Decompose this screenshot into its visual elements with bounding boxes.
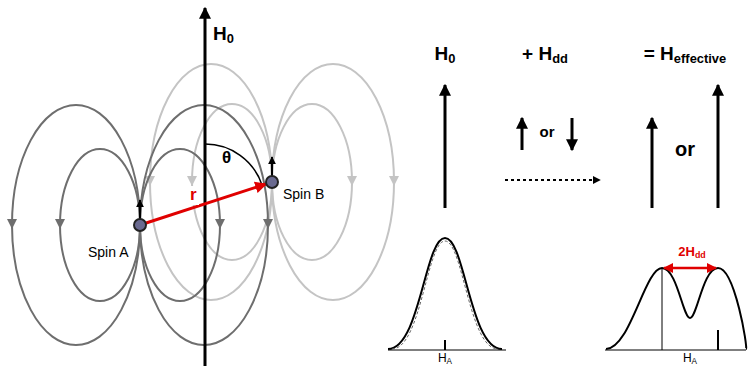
axis-label: HA xyxy=(438,352,452,365)
field-label: H0 xyxy=(213,24,234,45)
distance-label: r xyxy=(188,186,199,205)
splitting-arrow xyxy=(664,267,716,270)
field-axis xyxy=(204,8,207,366)
single-line-spectrum xyxy=(388,238,506,350)
or-label: or xyxy=(540,124,555,141)
distance-vector xyxy=(140,184,266,225)
applied-field-arrow xyxy=(444,85,447,208)
spin-a-field-lines xyxy=(7,105,273,345)
angle-arc xyxy=(205,144,262,185)
effective-field-short xyxy=(651,118,654,208)
or-label: or xyxy=(675,138,695,160)
angle-label: θ xyxy=(222,149,231,168)
spin-b-field-lines xyxy=(145,64,399,300)
field-label: H0 xyxy=(435,44,456,65)
spin-b xyxy=(266,157,278,188)
doublet-spectrum xyxy=(605,268,746,350)
field-label: + Hdd xyxy=(522,44,568,65)
axis-label: HA xyxy=(683,352,697,365)
field-label: = Heffective xyxy=(644,44,726,65)
spin-label: Spin A xyxy=(88,245,128,260)
dipolar-down-arrow xyxy=(571,118,574,150)
effective-field-long xyxy=(717,85,720,208)
dotted-arrow xyxy=(505,179,600,181)
spin-a xyxy=(134,200,146,231)
dipolar-up-arrow xyxy=(521,118,524,150)
splitting-label: 2Hdd xyxy=(676,245,707,259)
spin-label: Spin B xyxy=(283,187,324,202)
